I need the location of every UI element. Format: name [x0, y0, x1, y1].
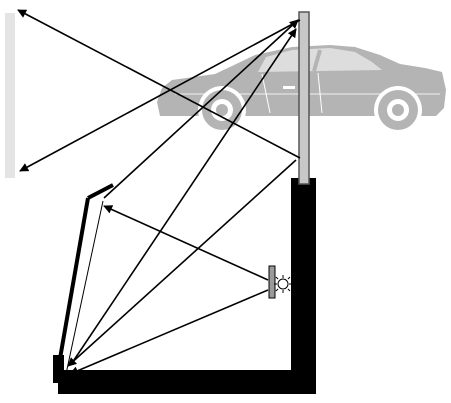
right-panel [298, 11, 310, 185]
ray-emitter-to-foot [69, 289, 269, 375]
ray-panel-to-foot [67, 159, 297, 367]
ray-panel-to-left-screen-bottom [19, 19, 301, 172]
housing-wall [58, 178, 316, 394]
thin-mirror-line [65, 200, 104, 375]
ray-panel-to-left-screen-top [17, 9, 301, 159]
light-source-icon [274, 275, 292, 293]
ray-mirror-to-panel-b [71, 28, 297, 364]
ray-mirror-to-panel-a [103, 19, 299, 199]
left-screen [5, 13, 15, 178]
emitter-plate [268, 265, 276, 299]
light-rays [17, 9, 301, 375]
ray-emitter-to-mirror [103, 205, 269, 281]
slanted-mirror [56, 197, 90, 371]
mirror-tip [87, 183, 114, 200]
